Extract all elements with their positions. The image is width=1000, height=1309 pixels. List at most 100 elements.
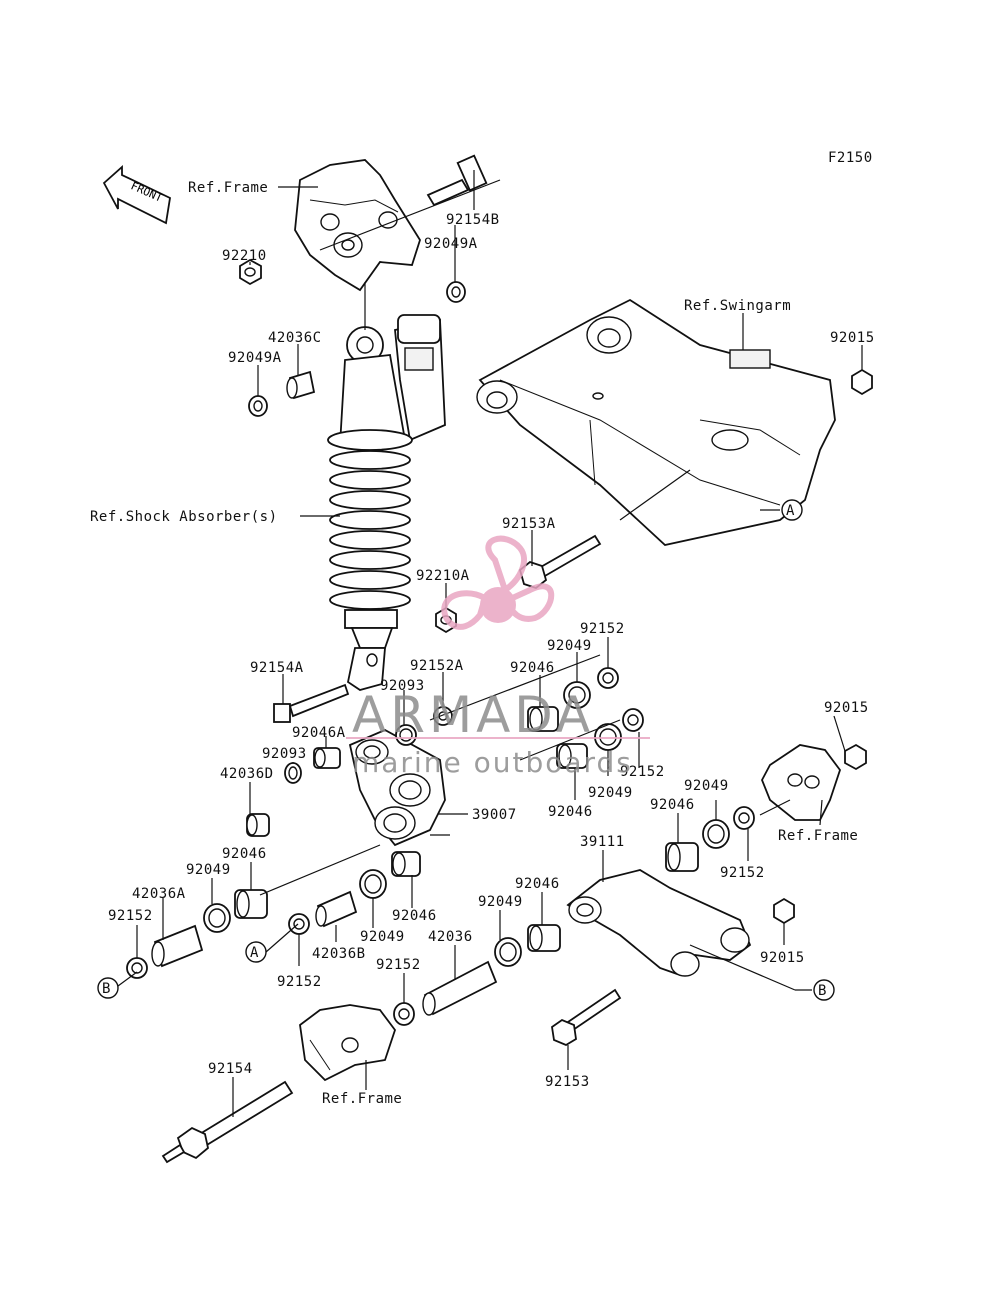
seal-92093-b <box>284 762 302 784</box>
figure-id: F2150 <box>828 150 873 166</box>
bearing-92046-r3 <box>391 851 421 877</box>
ref-B-label-1: B <box>102 981 111 997</box>
label-92152A: 92152A <box>410 658 464 674</box>
label-92154B: 92154B <box>446 212 500 228</box>
collar-42036C <box>286 370 316 400</box>
label-ref-swingarm: Ref.Swingarm <box>684 298 791 314</box>
bolt-92154B <box>426 154 488 207</box>
bolt-92153A <box>518 534 602 590</box>
watermark-brand: ARMADA <box>352 686 594 744</box>
ref-A-label-1: A <box>786 503 795 519</box>
label-92046A: 92046A <box>292 725 346 741</box>
bushing-92152-c1 <box>288 913 310 935</box>
collar-42036D <box>246 813 270 837</box>
label-92049-r3: 92049 <box>684 778 729 794</box>
bolt-92153 <box>551 988 622 1047</box>
label-ref-shock: Ref.Shock Absorber(s) <box>90 509 278 525</box>
front-arrow-icon: FRONT <box>102 164 171 225</box>
bearing-92046-r4 <box>665 842 699 872</box>
label-92154: 92154 <box>208 1061 253 1077</box>
watermark-logo: ARMADA marine outboards <box>346 535 650 779</box>
label-39007: 39007 <box>472 807 517 823</box>
washer-92049-c2 <box>494 937 522 967</box>
rocker-arm-39007 <box>348 729 446 847</box>
bushing-92152-c2 <box>393 1002 415 1026</box>
label-92046-r3: 92046 <box>650 797 695 813</box>
bearing-92046-r2 <box>556 743 588 769</box>
ref-marker-A-2: A <box>245 941 267 963</box>
frame-bracket-right <box>761 744 842 821</box>
label-92154A: 92154A <box>250 660 304 676</box>
washer-92049-l1 <box>203 903 231 933</box>
nut-92210 <box>239 258 262 286</box>
nut-92015-mid <box>844 743 867 771</box>
label-92093-a: 92093 <box>380 678 425 694</box>
label-92049A-left: 92049A <box>228 350 282 366</box>
label-92049-c2: 92049 <box>478 894 523 910</box>
bushing-92152-r3 <box>733 806 755 830</box>
label-42036C: 42036C <box>268 330 322 346</box>
label-42036A: 42036A <box>132 886 186 902</box>
label-92046-l1: 92046 <box>222 846 267 862</box>
label-92152-c2: 92152 <box>376 957 421 973</box>
label-92015-low: 92015 <box>760 950 805 966</box>
washer-92049A-top <box>446 281 466 303</box>
bolt-92154 <box>161 1080 294 1164</box>
label-92046-c2: 92046 <box>515 876 560 892</box>
collar-42036A <box>151 924 204 968</box>
label-92210A: 92210A <box>416 568 470 584</box>
label-92152-l1: 92152 <box>108 908 153 924</box>
label-92015-mid: 92015 <box>824 700 869 716</box>
bushing-92152-l1 <box>126 957 148 979</box>
label-92049-c1: 92049 <box>360 929 405 945</box>
frame-bracket-top <box>294 159 421 292</box>
ref-marker-B-2: B <box>813 979 835 1001</box>
label-92210: 92210 <box>222 248 267 264</box>
label-92046-r2: 92046 <box>548 804 593 820</box>
label-92046-c1: 92046 <box>392 908 437 924</box>
label-42036B: 42036B <box>312 946 366 962</box>
washer-92049-c1 <box>359 869 387 899</box>
ref-A-label-2: A <box>250 945 259 961</box>
label-ref-frame-bottom: Ref.Frame <box>322 1091 402 1107</box>
swingarm <box>476 298 836 546</box>
label-42036: 42036 <box>428 929 473 945</box>
label-42036D: 42036D <box>220 766 274 782</box>
label-39111: 39111 <box>580 834 625 850</box>
label-92152-c1: 92152 <box>277 974 322 990</box>
bearing-92046-l1 <box>234 889 268 919</box>
collar-42036 <box>422 960 498 1016</box>
label-92046-r1: 92046 <box>510 660 555 676</box>
bolt-92154A <box>273 683 350 723</box>
label-ref-frame-top: Ref.Frame <box>188 180 268 196</box>
nut-92015-top <box>851 368 873 396</box>
shock-absorber <box>327 314 446 691</box>
label-92049-r1: 92049 <box>547 638 592 654</box>
label-92049-l1: 92049 <box>186 862 231 878</box>
label-92049-r2: 92049 <box>588 785 633 801</box>
part-labels: Ref.Frame 92154B 92210 92049A 42036C 920… <box>90 180 875 1107</box>
bearing-92046A <box>313 747 341 769</box>
nut-92015-low <box>773 897 795 925</box>
washer-92049-r1 <box>563 681 591 709</box>
label-92152-r1: 92152 <box>580 621 625 637</box>
label-92093-b: 92093 <box>262 746 307 762</box>
ref-B-label-2: B <box>818 983 827 999</box>
collar-42036B <box>315 890 358 928</box>
label-92049A-top: 92049A <box>424 236 478 252</box>
label-92153: 92153 <box>545 1074 590 1090</box>
ref-marker-B-1: B <box>97 977 119 999</box>
ref-marker-A-1: A <box>781 499 803 521</box>
bearing-92046-c2 <box>527 924 561 952</box>
label-92015-top: 92015 <box>830 330 875 346</box>
watermark-tagline: marine outboards <box>352 746 633 779</box>
tie-rod-39111 <box>566 869 752 977</box>
label-92152-r3: 92152 <box>720 865 765 881</box>
bearing-92046-r1 <box>527 706 559 732</box>
bushing-92152-r1 <box>597 667 619 689</box>
propeller-icon <box>441 535 555 630</box>
leader-lines <box>117 170 863 1117</box>
frame-bracket-bottom <box>299 1004 397 1082</box>
label-92152-r2: 92152 <box>620 764 665 780</box>
